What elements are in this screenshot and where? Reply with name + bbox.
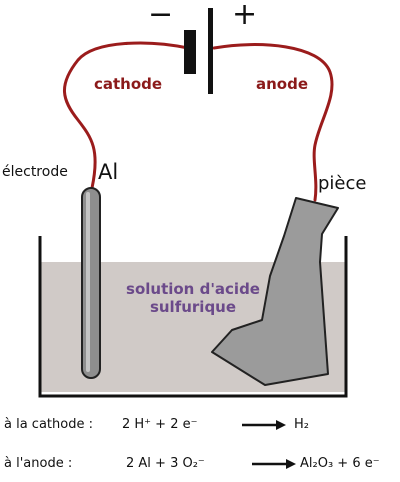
solution-label-line1: solution d'acide bbox=[126, 280, 260, 298]
aluminium-electrode bbox=[81, 187, 101, 379]
metal-part bbox=[211, 197, 339, 386]
cathode-label: cathode bbox=[94, 75, 163, 93]
anode-equation-product: Al₂O₃ + 6 e⁻ bbox=[300, 456, 380, 471]
cathode-equation-product: H₂ bbox=[294, 417, 309, 432]
anode-equation-reactants: 2 Al + 3 O₂⁻ bbox=[126, 456, 205, 471]
anode-label: anode bbox=[256, 75, 309, 93]
battery-minus-sign: − bbox=[148, 0, 174, 32]
tank bbox=[38, 236, 348, 398]
electrode-label: électrode bbox=[2, 164, 68, 180]
electrode-highlight bbox=[86, 192, 90, 372]
anode-wire bbox=[212, 43, 334, 202]
cathode-equation-prefix: à la cathode : bbox=[4, 417, 93, 432]
anode-equation-prefix: à l'anode : bbox=[4, 456, 73, 471]
cathode-arrow bbox=[242, 420, 286, 430]
battery-positive-plate bbox=[208, 8, 213, 94]
piece-label: pièce bbox=[318, 173, 367, 194]
electrode-metal-label: Al bbox=[98, 160, 119, 184]
solution-label: solution d'acide sulfurique bbox=[118, 280, 268, 316]
cathode-wire bbox=[63, 41, 190, 190]
solution-label-line2: sulfurique bbox=[149, 298, 237, 316]
anode-arrow bbox=[252, 459, 296, 469]
cathode-equation-reactants: 2 H⁺ + 2 e⁻ bbox=[122, 417, 198, 432]
battery-plus-sign: + bbox=[232, 0, 258, 32]
battery-negative-plate bbox=[184, 30, 196, 74]
